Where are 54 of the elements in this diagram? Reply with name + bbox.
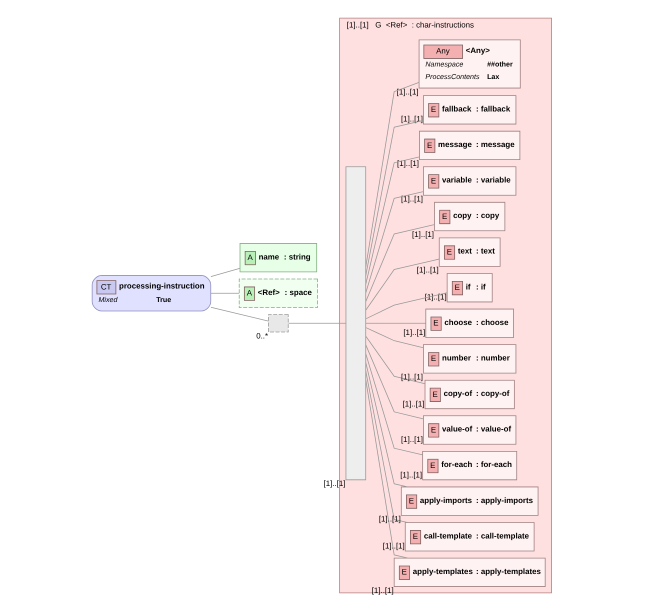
connector xyxy=(365,322,426,324)
node-box: E fallback : fallback xyxy=(423,95,516,124)
node-box: E copy : copy xyxy=(434,202,506,232)
connector xyxy=(365,191,424,294)
node-label: [1]..[1] xyxy=(401,114,423,124)
node-box: E value-of : value-of xyxy=(423,415,516,445)
node-label: [1]..[1] xyxy=(396,87,419,96)
node-box xyxy=(268,314,289,332)
node-box: E variable : variable xyxy=(423,166,516,196)
node-label: [1]..[1] xyxy=(397,158,419,168)
node-box xyxy=(346,166,366,480)
node-box: A <Ref> : space xyxy=(238,278,318,308)
node-label: [1]..[1] xyxy=(402,399,425,408)
node-box: E text : text xyxy=(438,238,501,267)
node-box: E message : message xyxy=(419,130,520,160)
node-label: [1]..[1] xyxy=(403,328,426,338)
node-label: [1]..[1] xyxy=(372,586,394,595)
node-box: E if : if xyxy=(446,273,493,302)
connector xyxy=(365,344,424,420)
node-label: 0..* xyxy=(256,331,268,340)
connector xyxy=(210,306,269,322)
node-box: E apply-templates : apply-templates xyxy=(394,558,546,587)
connector xyxy=(365,224,435,302)
connector xyxy=(365,379,408,558)
connector xyxy=(365,82,420,268)
connector xyxy=(210,268,240,277)
connector xyxy=(366,336,426,384)
node-box: A name : string xyxy=(240,243,318,272)
connector xyxy=(365,120,424,276)
connector xyxy=(365,370,408,523)
node-label: [1]..[1] xyxy=(412,230,434,240)
connector xyxy=(210,292,240,294)
node-label: [1]..[1] xyxy=(382,542,405,551)
node-box: E for-each : for-each xyxy=(422,450,518,480)
node-box: E choose : choose xyxy=(425,308,514,338)
node-label: [1]..[1] xyxy=(416,266,439,275)
connector xyxy=(366,327,424,348)
connector xyxy=(365,353,424,456)
connector xyxy=(288,322,346,324)
connector xyxy=(366,258,440,310)
node-box: E call-template : call-template xyxy=(404,522,535,552)
connector xyxy=(365,362,408,488)
node-box: E number : number xyxy=(423,344,516,374)
node-label: [1]..[1] xyxy=(424,292,447,302)
node-label: [1]..[1] xyxy=(401,194,423,204)
node-label: [1]..[1] xyxy=(378,514,401,524)
node-box: E apply-imports : apply-imports xyxy=(400,486,538,516)
connector xyxy=(366,292,448,320)
node-label: [1]..[1] xyxy=(400,470,422,480)
node-box: E copy-of : copy-of xyxy=(424,380,515,410)
connector xyxy=(365,156,420,285)
node-label: [1]..[1] xyxy=(324,479,346,488)
node-label: [1]..[1] xyxy=(401,372,423,382)
node-label: [1]..[1] xyxy=(401,434,423,444)
